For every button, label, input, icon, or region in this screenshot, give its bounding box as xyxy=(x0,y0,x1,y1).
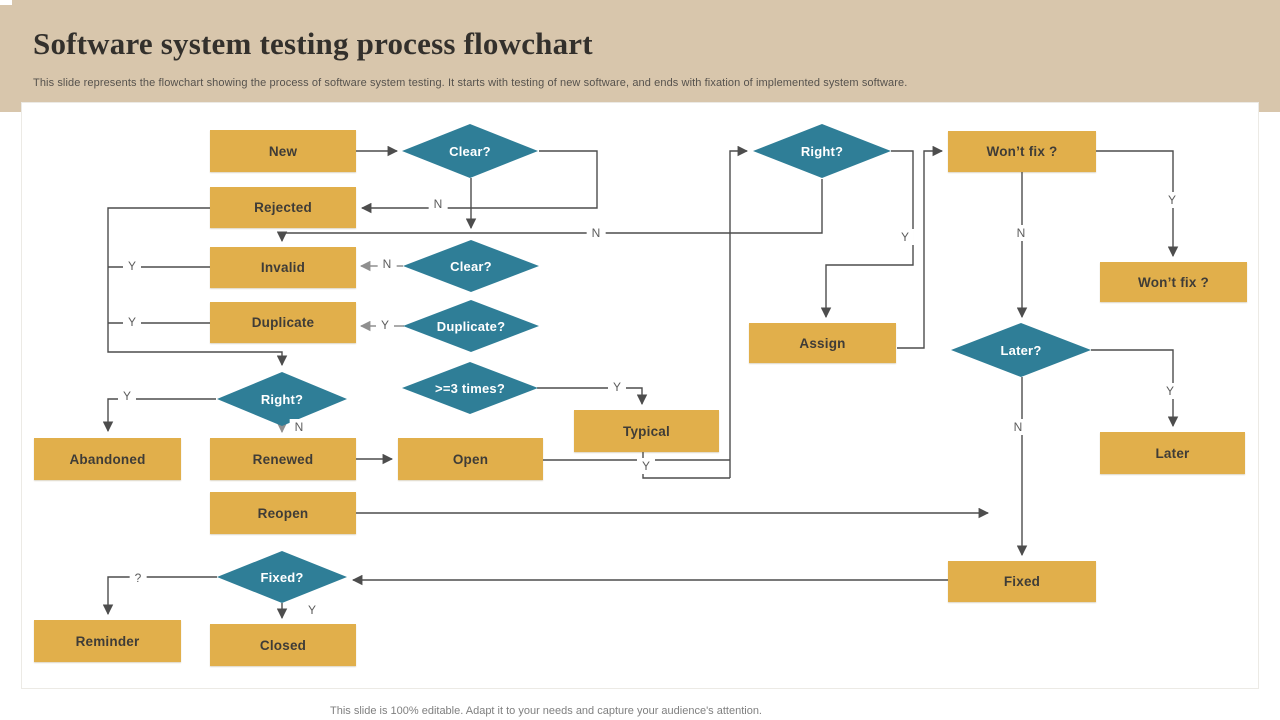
edge-right1-invalid xyxy=(276,179,823,243)
node-open-label: Open xyxy=(452,451,489,467)
node-new: New xyxy=(210,130,356,172)
decision-right-2-label: Right? xyxy=(260,391,304,407)
decision-three-times-label: >=3 times? xyxy=(435,380,505,396)
edge-label-clear1-no: N xyxy=(428,196,448,212)
node-closed: Closed xyxy=(210,624,356,666)
node-invalid: Invalid xyxy=(210,247,356,288)
node-duplicate: Duplicate xyxy=(210,302,356,343)
node-fixed-label: Fixed xyxy=(1003,574,1041,589)
node-rejected-label: Rejected xyxy=(254,200,312,215)
edge-label-laterq-yes: Y xyxy=(1160,383,1180,399)
node-typical: Typical xyxy=(574,410,719,452)
edge-label-laterq-no: N xyxy=(1008,419,1028,435)
edge-label-threetimes-yes: Y xyxy=(607,379,627,395)
node-new-label: New xyxy=(268,143,298,159)
node-abandoned-label: Abandoned xyxy=(69,451,146,467)
edge-right1-assign xyxy=(820,150,914,319)
edge-right2-abandoned xyxy=(102,398,216,433)
node-reopen: Reopen xyxy=(210,492,356,534)
edge-label-right1-yes: Y xyxy=(895,229,915,245)
edge-typical-merge xyxy=(642,452,730,479)
decision-clear-1-label: Clear? xyxy=(449,143,491,159)
node-invalid-label: Invalid xyxy=(260,260,306,275)
decision-duplicate-label: Duplicate? xyxy=(436,318,506,334)
edge-threetimes-typical xyxy=(537,387,648,406)
decision-right-1-label: Right? xyxy=(800,143,844,159)
page-subtitle: This slide represents the flowchart show… xyxy=(33,77,908,89)
node-renewed: Renewed xyxy=(210,438,356,480)
edge-fixedq-reminder xyxy=(102,576,217,616)
edge-merge-right1 xyxy=(729,145,749,478)
node-assign-label: Assign xyxy=(799,335,846,351)
header-band xyxy=(0,0,1280,112)
edge-label-wontfix1-no: N xyxy=(1011,225,1031,241)
node-open: Open xyxy=(398,438,543,480)
edge-label-fixedq-unknown: ? xyxy=(129,570,147,586)
node-wont-fix-2: Won’t fix ? xyxy=(1100,262,1247,302)
node-reminder-label: Reminder xyxy=(75,633,140,649)
node-closed-label: Closed xyxy=(259,637,307,653)
edge-laterq-later xyxy=(1091,349,1179,428)
edge-rejected-right2 xyxy=(107,207,288,367)
node-duplicate-label: Duplicate xyxy=(251,315,315,330)
edge-label-duplicate-yes: Y xyxy=(122,314,142,330)
node-wont-fix-1: Won’t fix ? xyxy=(948,131,1096,172)
node-renewed-label: Renewed xyxy=(252,451,314,467)
node-typical-label: Typical xyxy=(623,423,670,439)
node-wont-fix-2-label: Won’t fix ? xyxy=(1138,274,1209,290)
node-abandoned: Abandoned xyxy=(34,438,181,480)
edge-wontfix1-wontfix2 xyxy=(1096,150,1179,258)
node-wont-fix-1-label: Won’t fix ? xyxy=(986,144,1058,159)
corner-notch xyxy=(0,0,12,5)
edge-label-open-yes: Y xyxy=(636,458,656,474)
edge-assign-wontfix1 xyxy=(897,145,944,349)
edge-label-duplicateq-yes: Y xyxy=(375,317,395,333)
node-fixed: Fixed xyxy=(948,561,1096,602)
node-reopen-label: Reopen xyxy=(257,505,309,521)
edge-label-wontfix1-yes: Y xyxy=(1162,192,1182,208)
edge-label-right1-no: N xyxy=(586,225,606,241)
decision-clear-2-label: Clear? xyxy=(450,258,492,274)
edge-label-invalid-yes: Y xyxy=(122,258,142,274)
edge-label-right2-no: N xyxy=(289,419,309,435)
decision-fixed-label: Fixed? xyxy=(260,569,304,585)
edge-label-clear2-no: N xyxy=(377,256,397,272)
node-later-label: Later xyxy=(1155,445,1190,461)
edge-label-fixedq-yes: Y xyxy=(302,602,322,618)
edge-clear1-rejected xyxy=(360,150,598,214)
node-reminder: Reminder xyxy=(34,620,181,662)
decision-later-label: Later? xyxy=(1000,342,1042,358)
node-later: Later xyxy=(1100,432,1245,474)
node-assign: Assign xyxy=(749,323,896,363)
footer-note: This slide is 100% editable. Adapt it to… xyxy=(330,705,762,717)
page-title: Software system testing process flowchar… xyxy=(33,26,593,61)
node-rejected: Rejected xyxy=(210,187,356,228)
edge-label-right2-yes: Y xyxy=(117,388,137,404)
